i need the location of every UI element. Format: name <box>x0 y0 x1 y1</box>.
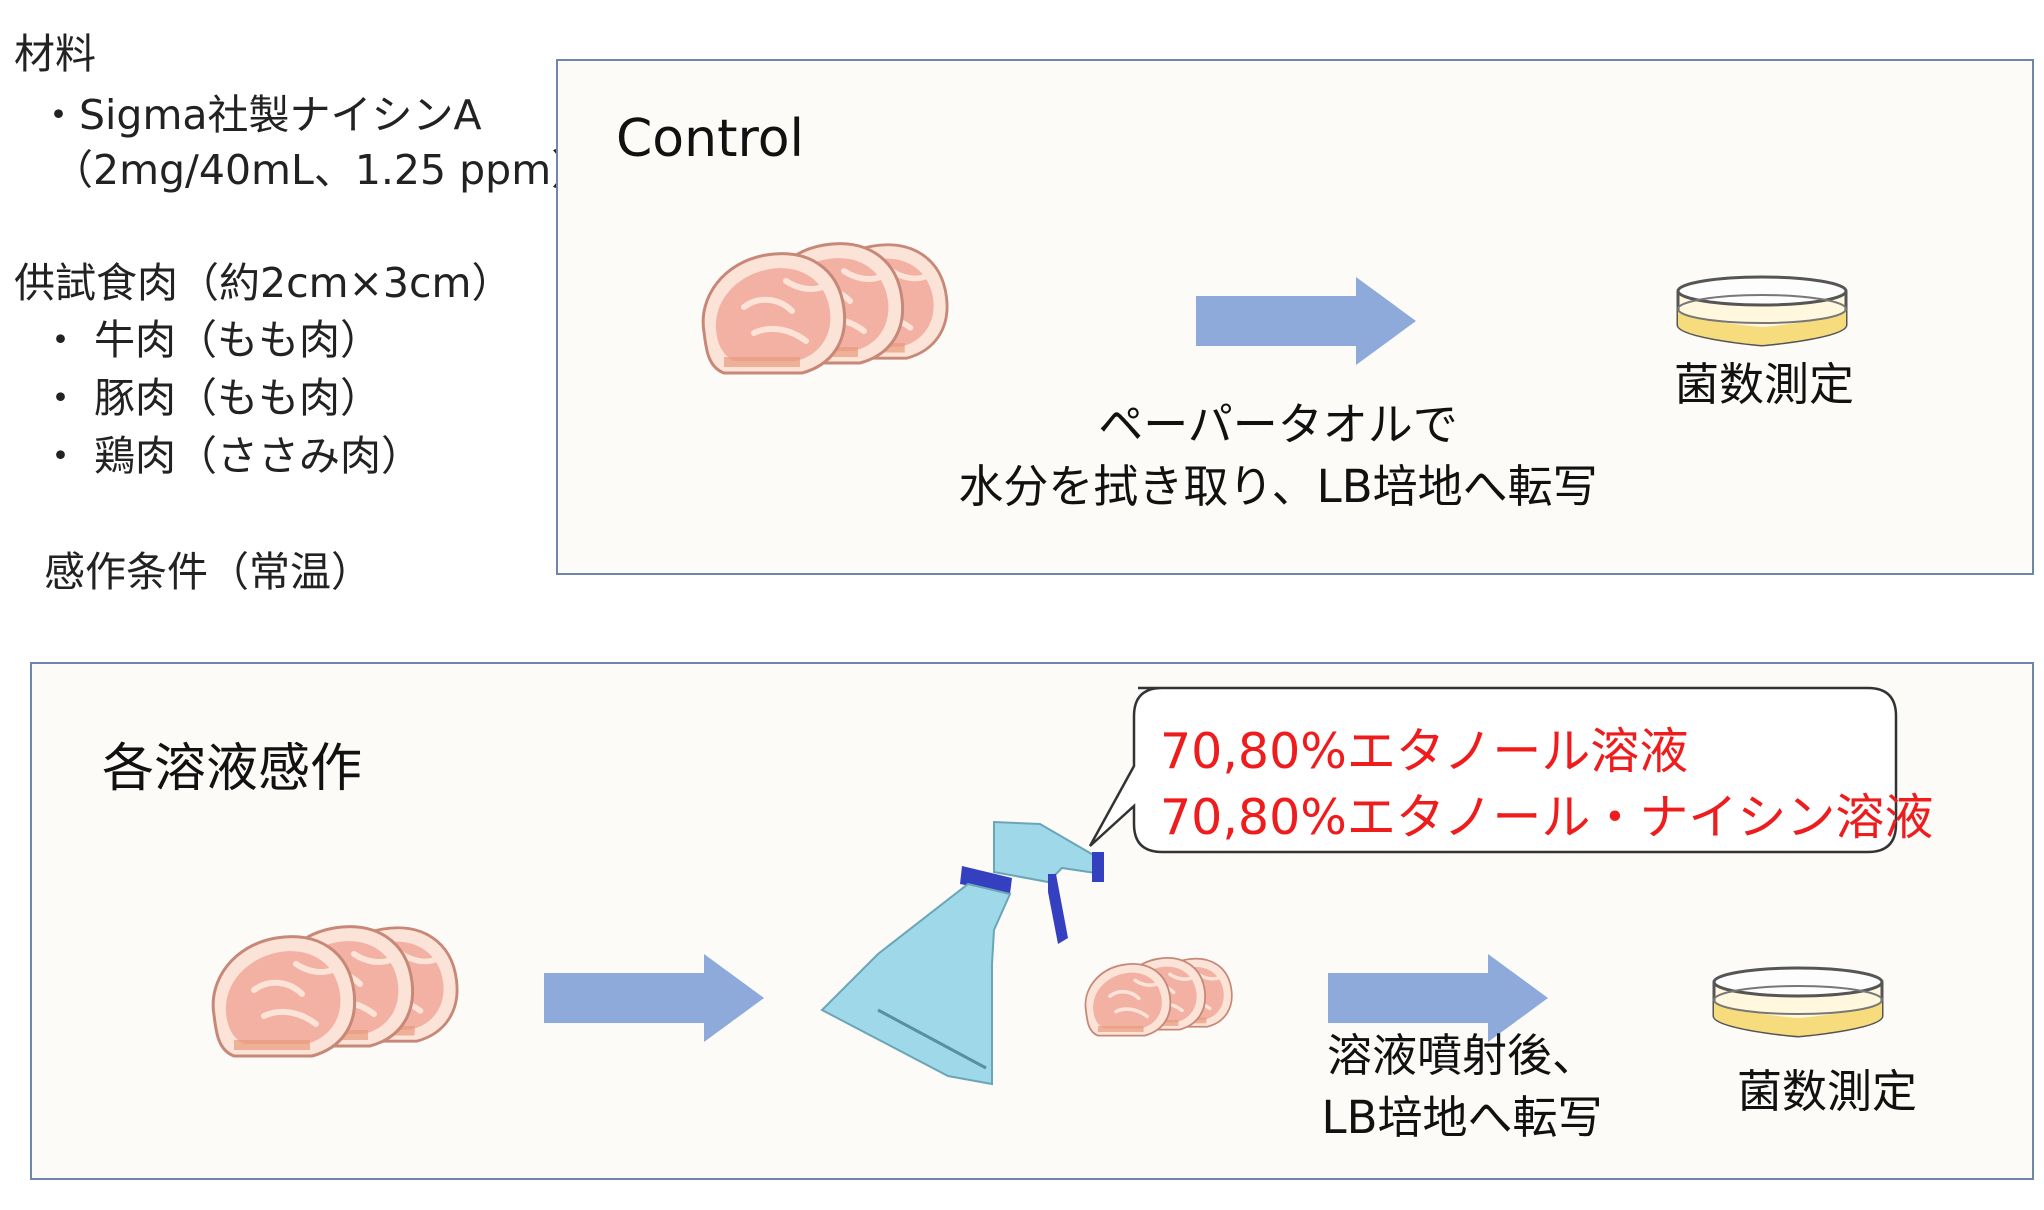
solution-speech-bubble <box>1088 686 1898 854</box>
spray-bottle-icon <box>820 820 1104 1086</box>
condition-label: 感作条件（常温） <box>44 548 372 596</box>
control-meat-image <box>694 227 954 397</box>
meat-item-chicken: ・ 鶏肉（ささみ肉） <box>40 432 423 480</box>
treatment-result-label: 菌数測定 <box>1736 1065 1917 1118</box>
treatment-arrow-1 <box>544 954 764 1042</box>
meat-item-pork: ・ 豚肉（もも肉） <box>40 374 382 422</box>
concentration-line: （2mg/40mL、1.25 ppm） <box>52 146 593 194</box>
solution-ethanol-nisin: 70,80%エタノール・ナイシン溶液 <box>1160 789 1934 846</box>
control-title: Control <box>616 109 804 169</box>
control-petri-dish-icon <box>1676 275 1848 347</box>
solution-ethanol: 70,80%エタノール溶液 <box>1160 723 1689 780</box>
meat-heading: 供試食肉（約2cm×3cm） <box>14 259 513 307</box>
materials-heading: 材料 <box>14 30 96 78</box>
nisin-line: ・Sigma社製ナイシンA <box>38 91 482 139</box>
treated-meat-image <box>1080 948 1250 1058</box>
treatment-meat-image <box>204 910 464 1080</box>
control-step-caption-1: ペーパータオルで <box>1098 398 1458 451</box>
control-result-label: 菌数測定 <box>1673 358 1854 411</box>
treatment-petri-dish-icon <box>1712 966 1884 1038</box>
control-arrow <box>1196 277 1416 365</box>
treatment-step-caption-2: LB培地へ転写 <box>1321 1091 1603 1144</box>
meat-item-beef: ・ 牛肉（もも肉） <box>40 316 382 364</box>
control-step-caption-2: 水分を拭き取り、LB培地へ転写 <box>958 460 1598 513</box>
treatment-title: 各溶液感作 <box>102 739 363 799</box>
treatment-step-caption-1: 溶液噴射後、 <box>1326 1029 1597 1082</box>
control-panel: Control 菌数測定 ペーパータオルで 水分を拭き取り、LB培地へ転写 <box>556 59 2034 575</box>
